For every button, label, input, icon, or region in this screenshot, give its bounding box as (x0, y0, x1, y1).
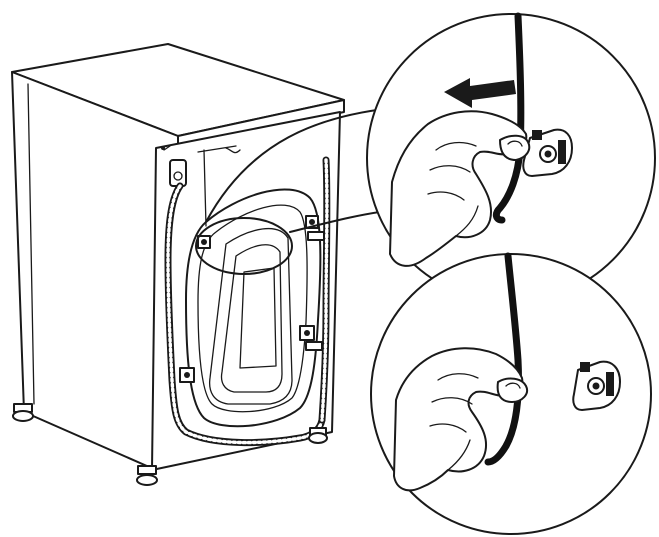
machine-transit-bolt-bottom-left (179, 367, 195, 383)
inlet-valve (169, 159, 187, 187)
detail-circle-remove (366, 12, 656, 303)
machine-transit-bolt-top-left (197, 235, 211, 249)
rear-cover-plate (185, 188, 322, 428)
detail-circle-removed (370, 252, 652, 535)
washing-machine-icon (11, 43, 345, 486)
transit-bolt-spacer-removed-icon (572, 360, 621, 411)
machine-transit-bolt-bottom-right (299, 325, 323, 351)
machine-feet (12, 403, 328, 486)
magnify-target-ellipse (195, 217, 293, 275)
machine-back-panel (151, 111, 341, 471)
transit-bolt-spacer-icon (522, 128, 573, 177)
hand-icon (389, 110, 531, 267)
hand-holding-cable-icon (393, 347, 528, 492)
arrow-left-icon (444, 78, 516, 108)
